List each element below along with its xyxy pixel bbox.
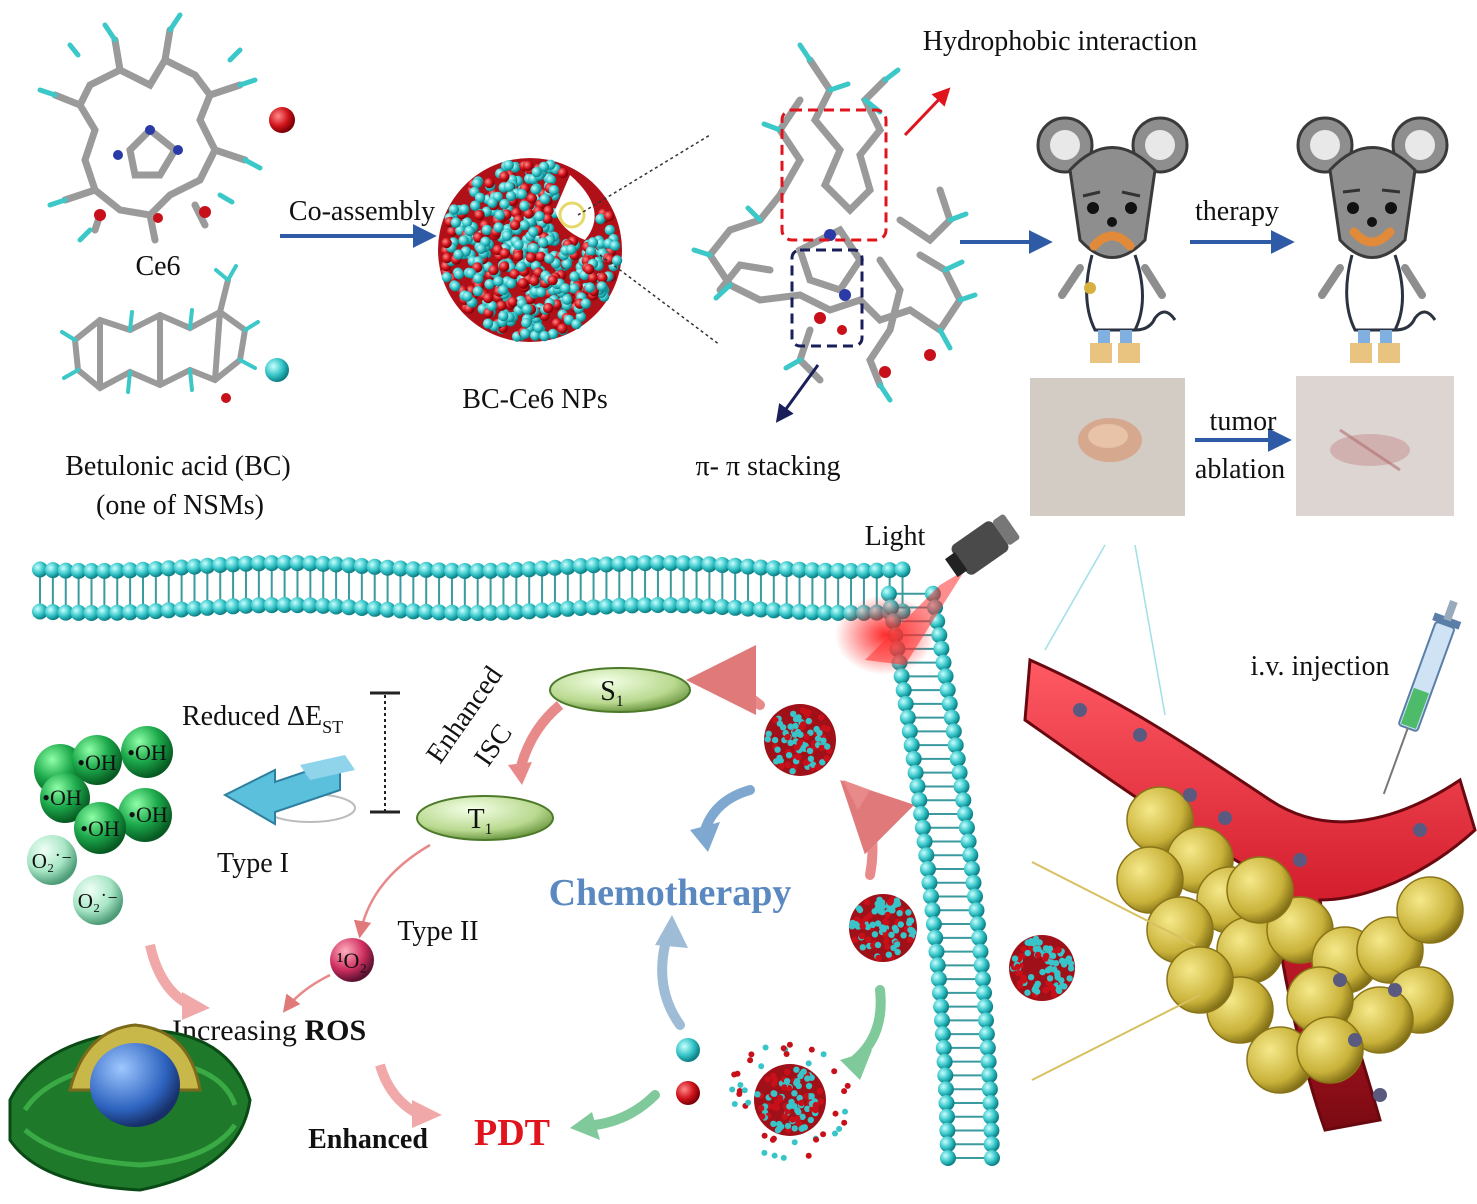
chemotherapy-label: Chemotherapy [549,872,792,914]
bc-oxygen [221,393,231,403]
ros-to-pdt-arrowhead [412,1100,442,1128]
bc-label-line1: Betulonic acid (BC) [65,451,291,482]
tumor-label: tumor [1210,406,1278,437]
np-outside [1009,935,1075,1001]
arrowhead-up-red [843,780,870,810]
released-bc-sphere [676,1038,700,1062]
sick-mouse [1036,116,1189,363]
bc-hydrogens [60,264,260,394]
oh-label-1: •OH [127,740,167,765]
type1-arrow [222,755,356,826]
bc-ce6-np-sphere [438,158,623,342]
type1-label: Type I [217,848,289,879]
bc-label-line2: (one of NSMs) [96,490,264,521]
bc-legend-sphere [265,358,289,382]
light-label: Light [865,521,926,552]
type2-label: Type II [397,916,478,947]
s1-state [549,667,691,713]
np-cycle-particles [729,704,1075,1161]
released-ce6-sphere [676,1081,700,1105]
stacking-complex [705,56,965,389]
radicals-to-ros-arrowhead [182,992,210,1020]
iv-injection-label: i.v. injection [1251,651,1390,682]
hydrophobic-arrow [903,87,951,137]
bc-molecule [71,277,249,392]
ablation-label: ablation [1195,454,1285,485]
t1-label: T1 [467,804,492,838]
tumor-photo-before [1030,378,1185,516]
np-disassembled [729,1041,851,1161]
connector-line-2 [1134,544,1166,716]
light-source [835,514,1020,675]
nps-label: BC-Ce6 NPs [462,384,607,415]
enhanced-label: Enhanced [308,1124,428,1155]
enhanced-isc-label-2: ISC [468,719,518,772]
singlet-to-ros-arrow [282,973,331,1013]
connector-line-1 [1044,544,1106,651]
singlet-oxygen-label: ¹O₂ [337,948,367,973]
o2-label-1: O₂˙⁻ [32,849,73,873]
stacking-hydrogens [691,42,978,403]
co-assembly-label: Co-assembly [289,196,435,227]
ce6-atoms [37,12,263,243]
t1-state [416,795,554,841]
cell-membrane [32,555,1000,1166]
arrowhead-up [655,915,688,948]
vessel-particles [1073,703,1427,1102]
singlet-oxygen-sphere [330,938,374,982]
type2-arrow [353,843,431,939]
isc-arrowhead [508,762,532,785]
therapy-label: therapy [1195,196,1279,227]
increasing-ros-label: Increasing ROS [172,1014,366,1047]
energy-gap-bar [370,691,400,814]
arrowhead-chemo [690,822,720,852]
pi-stacking-label: π- π stacking [696,451,841,482]
hydrophobic-box [780,108,888,242]
oh-label-5: •OH [80,816,120,841]
zoom-line-bottom [599,254,721,346]
pdt-label: PDT [474,1112,550,1154]
np-activated [764,704,836,776]
isc-arrow [515,701,564,772]
oh-label-4: •OH [128,802,168,827]
oh-label-3: •OH [42,785,82,810]
cycle-arrows [590,645,915,1130]
superoxide-radicals [27,835,123,925]
link-line-2 [1031,994,1201,1081]
s1-label: S1 [600,676,624,710]
oh-label-2: •OH [77,750,117,775]
link-line-1 [1031,861,1196,946]
reduced-dest-label: Reduced ΔEST [182,701,343,737]
stacking-atoms [814,229,936,378]
arrowhead-release [840,1050,872,1080]
healthy-mouse [1296,116,1449,363]
zoom-line-top [577,134,711,216]
arrowhead-pdt [570,1112,600,1140]
np-entering [848,894,917,962]
cell-organelle [8,1023,252,1192]
ce6-legend-sphere [269,107,295,133]
hydrophobic-label: Hydrophobic interaction [923,26,1197,57]
syringe [1382,599,1462,795]
pi-stacking-box [790,248,864,348]
tumor-cluster [1116,786,1464,1094]
oh-radicals [34,726,173,854]
ce6-label: Ce6 [135,251,180,282]
pi-stacking-arrow [775,364,820,423]
o2-label-2: O₂˙⁻ [78,889,119,913]
tumor-photo-after [1296,376,1454,516]
